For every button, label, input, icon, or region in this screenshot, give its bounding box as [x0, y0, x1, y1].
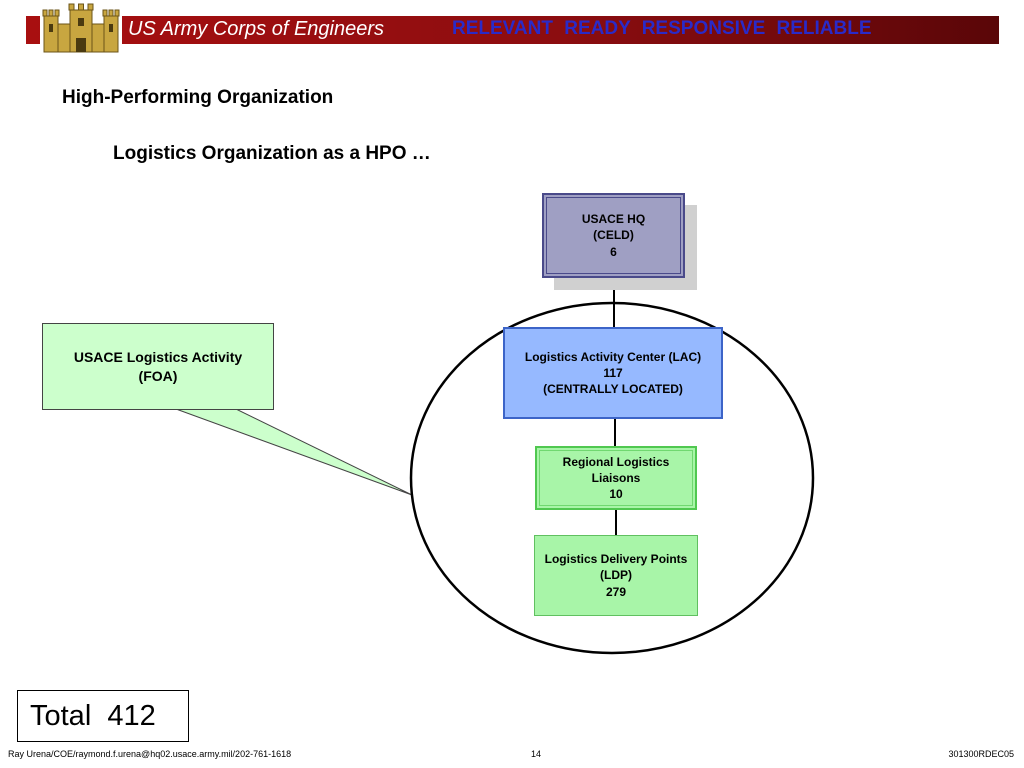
hq-name: USACE HQ	[581, 212, 646, 227]
ldp-abbrev: (LDP)	[600, 568, 632, 583]
rll-name-line1: Regional Logistics	[562, 454, 670, 469]
regional-liaisons-box: Regional Logistics Liaisons 10	[535, 446, 697, 510]
foa-callout-line1: USACE Logistics Activity	[73, 348, 243, 365]
lac-box: Logistics Activity Center (LAC) 117 (CEN…	[503, 327, 723, 419]
callout-pointer	[175, 408, 413, 496]
rll-name-line2: Liaisons	[591, 470, 641, 485]
rll-count: 10	[609, 487, 623, 502]
slide-heading: High-Performing Organization	[62, 87, 334, 108]
delivery-points-box: Logistics Delivery Points (LDP) 279	[534, 535, 698, 616]
hq-office: (CELD)	[593, 228, 634, 243]
ldp-count: 279	[605, 584, 627, 599]
footer-doc-code: 301300RDEC05	[948, 749, 1014, 759]
slide-subheading: Logistics Organization as a HPO …	[113, 143, 431, 164]
footer-contact: Ray Urena/COE/raymond.f.urena@hq02.usace…	[8, 749, 292, 759]
header-banner	[26, 16, 999, 44]
total-value: 412	[107, 700, 156, 732]
castle-logo-icon	[40, 2, 122, 56]
organization-title: US Army Corps of Engineers	[128, 18, 385, 40]
lac-count: 117	[603, 365, 623, 380]
ldp-name: Logistics Delivery Points	[544, 552, 688, 567]
organization-motto: RELEVANT READY RESPONSIVE RELIABLE	[452, 18, 872, 39]
foa-callout-line2: (FOA)	[138, 367, 178, 384]
footer-page-number: 14	[531, 749, 542, 759]
hq-count: 6	[610, 244, 617, 259]
total-box: Total 412	[17, 690, 189, 742]
lac-name: Logistics Activity Center (LAC)	[524, 349, 702, 364]
total-label: Total	[30, 700, 92, 732]
foa-callout-box: USACE Logistics Activity (FOA)	[42, 323, 274, 410]
lac-location: (CENTRALLY LOCATED)	[543, 382, 683, 397]
usace-hq-box: USACE HQ (CELD) 6	[542, 193, 685, 278]
